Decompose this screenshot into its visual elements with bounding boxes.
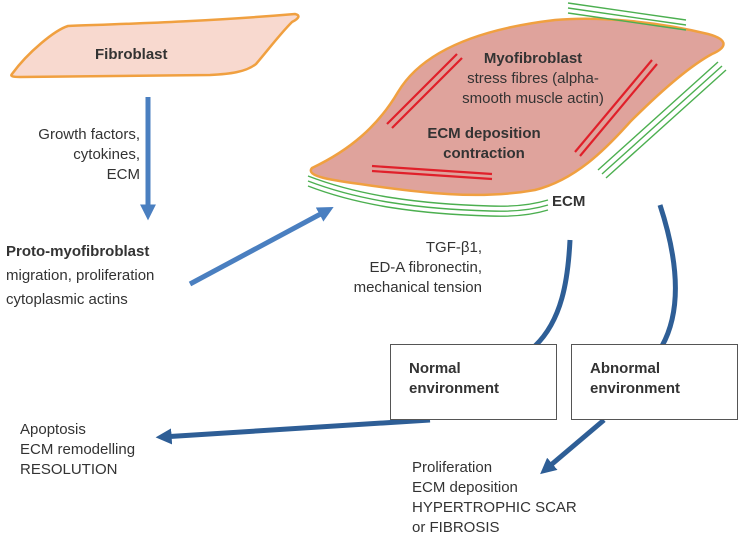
arrow-normal-to-resolution [155, 417, 431, 445]
tgf-beta-label: TGF-β1, ED-A fibronectin, mechanical ten… [353, 239, 482, 296]
normal-environment-box: Normal environment [390, 344, 557, 420]
fibrosis-outcome: Proliferation ECM deposition HYPERTROPHI… [412, 459, 577, 536]
resolution-outcome: Apoptosis ECM remodelling RESOLUTION [20, 421, 136, 478]
myofibroblast-cell [309, 17, 725, 197]
fibroblast-label: Fibroblast [95, 46, 168, 63]
arrow-myo-to-abnormal [657, 204, 678, 348]
arrow-myo-to-normal [533, 239, 573, 348]
growth-factors-label: Growth factors, cytokines, ECM [38, 126, 140, 183]
abnormal-environment-box: Abnormal environment [571, 344, 738, 420]
ecm-fibres [307, 2, 727, 217]
ecm-action-label: ECM deposition contraction [427, 125, 541, 162]
fibroblast-cell [10, 12, 300, 79]
myofibroblast-label: Myofibroblast stress fibres (alpha- smoo… [462, 50, 604, 107]
arrow-proto-to-myofibroblast [188, 206, 334, 287]
arrow-abnormal-to-fibrosis [540, 418, 606, 475]
ecm-label: ECM [552, 193, 586, 210]
stress-fibres [371, 53, 658, 181]
proto-myofibroblast-label: Proto-myofibroblast migration, prolifera… [6, 243, 155, 308]
